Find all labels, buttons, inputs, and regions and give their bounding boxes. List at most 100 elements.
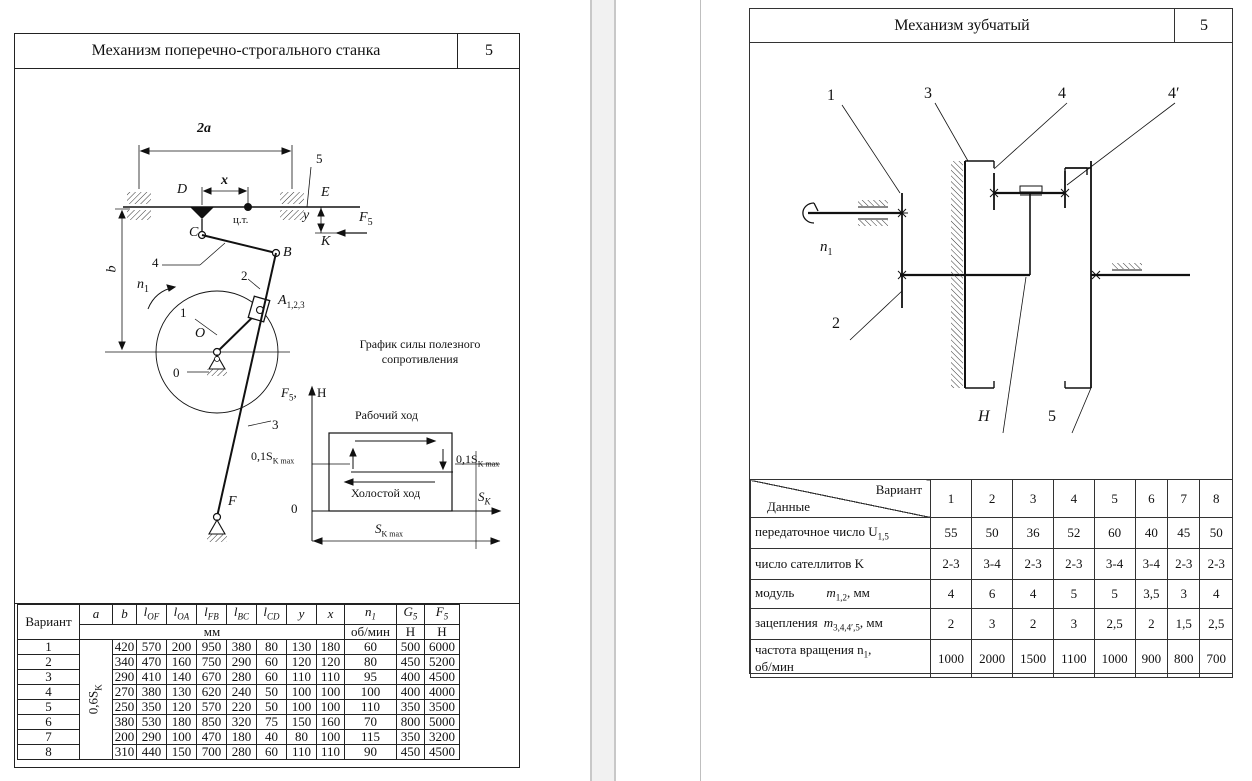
label-link-1: 1 (180, 305, 187, 320)
table-cell: 100 (315, 683, 345, 700)
table-cell: 250 (111, 698, 137, 715)
table-cell: 850 (195, 713, 227, 730)
table-cell: 120 (285, 653, 317, 670)
page-gutter (592, 0, 614, 781)
label-left-margin: 0,1SK max (251, 449, 295, 466)
planer-mechanism-sheet: Механизм поперечно-строгального станка 5 (14, 33, 520, 768)
table-cell: 52 (1053, 517, 1095, 549)
table-cell: 1,5 (1167, 608, 1201, 640)
table-cell: 100 (315, 728, 345, 745)
table-cell: 60 (255, 668, 287, 685)
a-value-text: 0,6SK (85, 684, 104, 715)
table-cell: 700 (1199, 639, 1233, 678)
label-link-5: 5 (316, 151, 323, 166)
label-n1: n1 (820, 239, 833, 258)
table-cell: 420 (111, 638, 137, 655)
table-cell: 110 (343, 698, 397, 715)
table-cell: 130 (165, 683, 197, 700)
table-cell: 340 (111, 653, 137, 670)
table-cell: 290 (225, 653, 257, 670)
table-cell: 150 (165, 743, 197, 760)
table-cell: 280 (225, 743, 257, 760)
table-cell: 5 (1053, 579, 1095, 609)
table-cell: 470 (135, 653, 167, 670)
table-cell: 120 (315, 653, 345, 670)
table-cell: 4500 (423, 743, 460, 760)
table-cell: 3500 (423, 698, 460, 715)
graph-title: График силы полезного сопротивления (359, 337, 481, 366)
table-cell: 270 (111, 683, 137, 700)
table-cell: 6 (971, 579, 1014, 609)
table-cell: 3200 (423, 728, 460, 745)
table-cell: 180 (225, 728, 257, 745)
graph-x-axis-label: SK (478, 489, 491, 507)
page-gutter (616, 0, 700, 781)
table-cell: 450 (395, 743, 425, 760)
cell-variant: 8 (17, 743, 80, 760)
table-cell: 3 (971, 608, 1014, 640)
table-cell: 150 (285, 713, 317, 730)
label-gear-5: 5 (1048, 408, 1056, 425)
table-cell: 60 (343, 638, 397, 655)
label-carrier-h: H (978, 408, 990, 425)
table-cell: 3-4 (971, 548, 1014, 580)
table-cell: 100 (165, 728, 197, 745)
table-cell: 310 (111, 743, 137, 760)
header-data: Данные (767, 499, 811, 514)
label-link-0: 0 (173, 365, 180, 380)
page-gutter (614, 0, 616, 781)
label-gear-2: 2 (832, 315, 840, 332)
col-header-variant-number: 6 (1134, 479, 1169, 518)
table-cell: 950 (195, 638, 227, 655)
table-cell: 140 (165, 668, 197, 685)
table-cell: 5200 (423, 653, 460, 670)
table-cell: 110 (285, 668, 317, 685)
table-cell: 200 (165, 638, 197, 655)
table-cell: 800 (395, 713, 425, 730)
table-cell: 160 (315, 713, 345, 730)
col-header-f5: F5 (423, 604, 460, 625)
graph-origin: 0 (291, 501, 298, 516)
sheet-title: Механизм зубчатый (750, 9, 1175, 43)
label-point-b: B (283, 245, 292, 260)
gear-mechanism-sheet: Механизм зубчатый 5 (749, 8, 1233, 678)
table-cell: 2 (1134, 608, 1169, 640)
table-cell: 570 (135, 638, 167, 655)
label-right-margin: 0,1SK max (456, 452, 500, 469)
table-cell: 290 (111, 668, 137, 685)
table-cell: 2,5 (1093, 608, 1136, 640)
row-label: передаточное число U1,5 (750, 517, 931, 549)
table-cell: 70 (343, 713, 397, 730)
table-units-row: мм об/мин Н Н (18, 623, 460, 640)
cell-variant: 7 (17, 728, 80, 745)
table-cell: 2 (929, 608, 973, 640)
col-header-loa: lOA (165, 604, 197, 625)
cell-variant: 6 (17, 713, 80, 730)
table-cell: 110 (315, 668, 345, 685)
table-cell: 2 (1012, 608, 1055, 640)
table-cell: 120 (165, 698, 197, 715)
label-point-k: K (321, 234, 331, 249)
col-header-variant-number: 2 (971, 479, 1014, 518)
mechanism-figure: 2a x D 5 E y ц.т. F5 C K 4 B b 2 n1 A1,2… (15, 69, 520, 604)
table-cell: 55 (929, 517, 973, 549)
label-center-of-mass: ц.т. (233, 214, 249, 226)
col-header-variant-number: 8 (1199, 479, 1233, 518)
table-cell: 50 (255, 698, 287, 715)
sheet-title: Механизм поперечно-строгального станка (15, 34, 458, 69)
col-header-n1: n1 (343, 604, 397, 625)
table-cell: 160 (165, 653, 197, 670)
table-cell: 900 (1134, 639, 1169, 678)
table-cell: 5 (1093, 579, 1136, 609)
